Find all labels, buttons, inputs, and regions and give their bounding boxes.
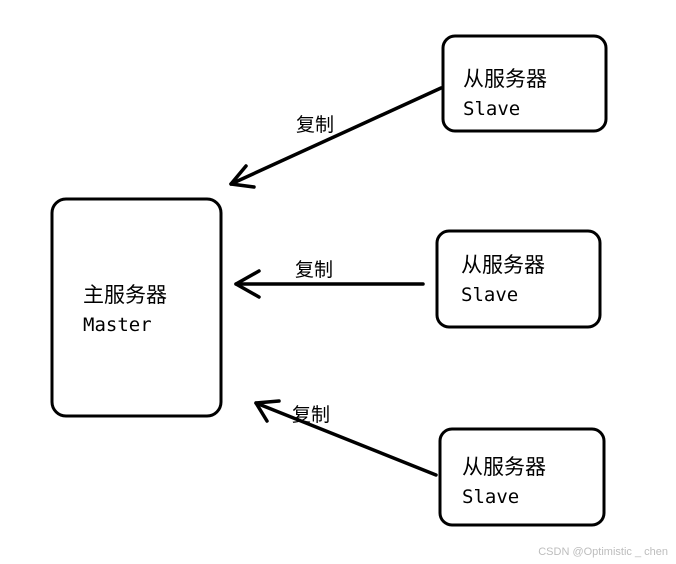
slave-node-1: 从服务器 Slave (441, 34, 608, 133)
arrow-head-3 (254, 399, 281, 423)
arrow-head-1 (229, 164, 256, 189)
slave-box-1 (441, 34, 608, 133)
slave-title-1: 从服务器 (463, 67, 547, 91)
slave-box-3 (438, 427, 606, 527)
slave-subtitle-2: Slave (461, 284, 518, 306)
replication-arrow-1 (229, 86, 443, 189)
replication-label-1: 复制 (296, 114, 334, 136)
slave-subtitle-3: Slave (462, 486, 519, 508)
slave-title-2: 从服务器 (461, 253, 545, 277)
slave-node-3: 从服务器 Slave (438, 427, 606, 527)
master-subtitle: Master (83, 314, 152, 336)
replication-arrow-2 (234, 269, 425, 299)
arrow-shaft-3 (254, 401, 438, 477)
replication-arrow-3 (254, 399, 438, 477)
arrow-head-2 (234, 269, 261, 299)
master-node: 主服务器 Master (50, 197, 223, 418)
master-box (50, 197, 223, 418)
slave-title-3: 从服务器 (462, 455, 546, 479)
watermark-text: CSDN @Optimistic _ chen (538, 546, 668, 558)
replication-label-3: 复制 (292, 404, 330, 426)
slave-subtitle-1: Slave (463, 98, 520, 120)
replication-label-2: 复制 (295, 259, 333, 281)
master-title: 主服务器 (83, 283, 167, 307)
slave-node-2: 从服务器 Slave (435, 229, 602, 329)
arrow-shaft-1 (229, 86, 443, 186)
slave-box-2 (435, 229, 602, 329)
